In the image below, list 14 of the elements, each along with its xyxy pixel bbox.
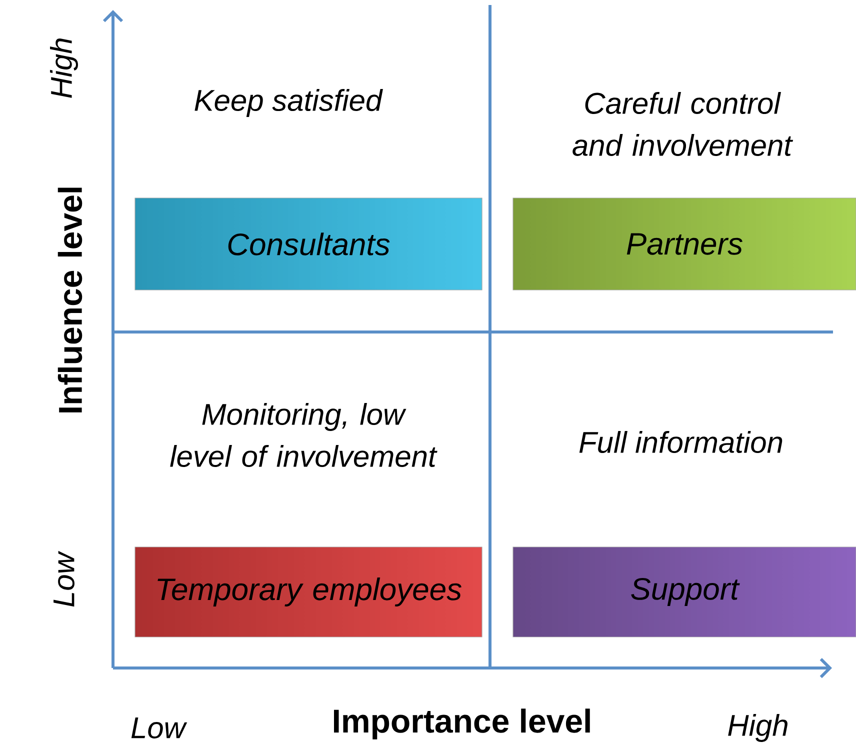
stakeholder-bar: Temporary employees: [134, 546, 482, 638]
stakeholder-bar: Consultants: [134, 198, 482, 290]
quadrant-label: Careful control and involvement: [572, 92, 794, 156]
axis-title: Influence level: [58, 188, 82, 412]
stakeholder-bar: Partners: [512, 198, 856, 290]
stakeholder-bar: Support: [512, 546, 856, 638]
axis-label: High: [50, 38, 78, 98]
quadrant-label: Keep satisfied: [194, 89, 383, 117]
quadrant-label: Monitoring, low level of involvement: [170, 403, 438, 468]
axis-title: Importance level: [334, 708, 590, 740]
axis-label: Low: [54, 550, 74, 607]
axis-label: High: [728, 714, 788, 742]
quadrant-label: Full information: [579, 431, 782, 454]
axis-label: Low: [131, 718, 188, 738]
